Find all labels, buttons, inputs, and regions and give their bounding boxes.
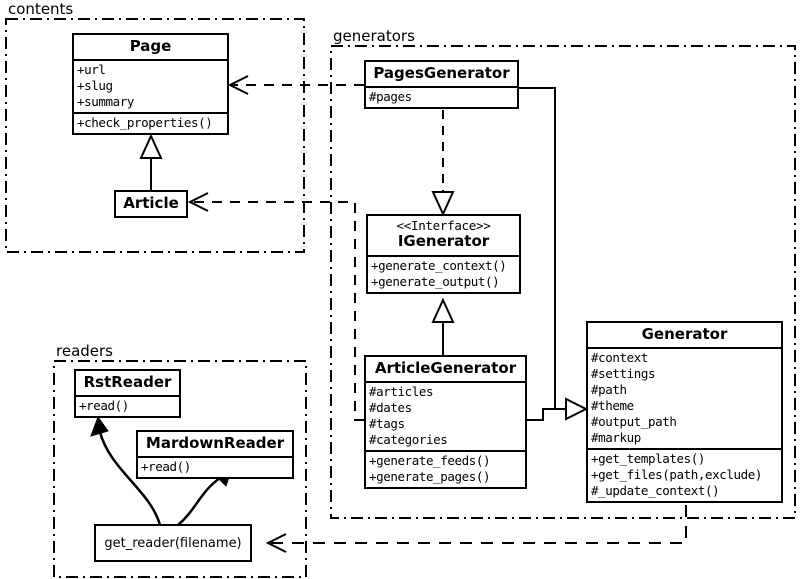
edge-articlegenerator-uses-generator bbox=[527, 397, 589, 421]
class-methods-article-generator: +generate_feeds() +generate_pages() bbox=[366, 450, 525, 487]
attribute-row: #pages bbox=[369, 89, 412, 105]
class-name-mardown-reader: MardownReader bbox=[145, 434, 285, 452]
attribute-row: #path bbox=[591, 382, 627, 398]
package-frame-readers bbox=[53, 360, 307, 578]
class-name-text-igenerator: IGenerator bbox=[397, 232, 490, 251]
method-row: +get_templates() bbox=[591, 451, 706, 467]
method-row: +check_properties() bbox=[77, 115, 213, 131]
attribute-row: #dates bbox=[369, 400, 412, 416]
class-box-page[interactable]: Page +url +slug +summary +check_properti… bbox=[72, 33, 229, 136]
class-methods-igenerator: +generate_context() +generate_output() bbox=[368, 254, 519, 292]
class-box-igenerator[interactable]: <<Interface>> IGenerator +generate_conte… bbox=[366, 214, 521, 294]
class-methods-mardown-reader: +read() bbox=[138, 456, 292, 477]
class-name-generator: Generator bbox=[641, 325, 728, 343]
class-box-generator[interactable]: Generator #context #settings #path #them… bbox=[586, 321, 783, 504]
class-methods-page: +check_properties() bbox=[74, 112, 227, 133]
attribute-row: #context bbox=[591, 350, 649, 366]
method-row: +get_files(path,exclude) bbox=[591, 467, 763, 483]
attribute-row: +summary bbox=[77, 94, 135, 110]
attribute-row: +slug bbox=[77, 78, 113, 94]
method-row: +generate_pages() bbox=[369, 469, 491, 485]
edge-article-inherits-page bbox=[139, 133, 163, 190]
attribute-row: #tags bbox=[369, 416, 405, 432]
class-methods-generator: +get_templates() +get_files(path,exclude… bbox=[588, 448, 781, 501]
method-row: +generate_feeds() bbox=[369, 453, 491, 469]
class-attributes-page: +url +slug +summary bbox=[74, 59, 227, 112]
class-name-page: Page bbox=[129, 37, 172, 55]
class-attributes-pages-generator: #pages bbox=[366, 86, 517, 107]
class-box-article[interactable]: Article bbox=[114, 190, 188, 219]
function-box-get-reader[interactable]: get_reader(filename) bbox=[94, 524, 252, 562]
class-attributes-generator: #context #settings #path #theme #output_… bbox=[588, 347, 781, 448]
function-label-get-reader: get_reader(filename) bbox=[104, 535, 242, 551]
class-box-pages-generator[interactable]: PagesGenerator #pages bbox=[364, 60, 519, 110]
edge-articlegenerator-realizes-igenerator bbox=[431, 297, 455, 355]
class-name-pages-generator: PagesGenerator bbox=[373, 64, 510, 82]
package-label-generators: generators bbox=[331, 27, 417, 45]
edge-pagesgenerator-realizes-igenerator bbox=[431, 110, 455, 217]
class-name-article-generator: ArticleGenerator bbox=[374, 359, 517, 377]
class-stereotype-igenerator: <<Interface>> bbox=[396, 218, 491, 233]
edge-articlegenerator-depends-article bbox=[187, 192, 364, 421]
package-label-contents: contents bbox=[6, 0, 76, 18]
method-row: #_update_context() bbox=[591, 483, 720, 499]
attribute-row: #articles bbox=[369, 384, 434, 400]
attribute-row: +url bbox=[77, 62, 106, 78]
package-frame-generators bbox=[330, 45, 796, 519]
method-row: +read() bbox=[141, 459, 191, 475]
class-methods-rst-reader: +read() bbox=[76, 395, 179, 416]
package-label-readers: readers bbox=[54, 342, 115, 360]
class-attributes-article-generator: #articles #dates #tags #categories bbox=[366, 381, 525, 450]
class-name-igenerator: <<Interface>> IGenerator bbox=[368, 216, 519, 255]
class-box-mardown-reader[interactable]: MardownReader +read() bbox=[136, 430, 294, 480]
edge-getreader-returns-rstreader bbox=[90, 415, 162, 526]
attribute-row: #settings bbox=[591, 366, 656, 382]
method-row: +generate_context() bbox=[371, 257, 507, 273]
edge-generator-depends-getreader bbox=[265, 505, 687, 553]
edge-pagesgenerator-depends-page bbox=[227, 75, 364, 95]
method-row: +read() bbox=[79, 398, 129, 414]
class-box-rst-reader[interactable]: RstReader +read() bbox=[74, 369, 181, 419]
attribute-row: #output_path bbox=[591, 414, 677, 430]
attribute-row: #markup bbox=[591, 430, 641, 446]
attribute-row: #categories bbox=[369, 432, 448, 448]
attribute-row: #theme bbox=[591, 398, 634, 414]
class-box-article-generator[interactable]: ArticleGenerator #articles #dates #tags … bbox=[364, 355, 527, 490]
package-frame-contents bbox=[5, 18, 305, 253]
class-name-rst-reader: RstReader bbox=[83, 373, 172, 391]
method-row: +generate_output() bbox=[371, 273, 500, 289]
class-name-article: Article bbox=[123, 194, 179, 212]
